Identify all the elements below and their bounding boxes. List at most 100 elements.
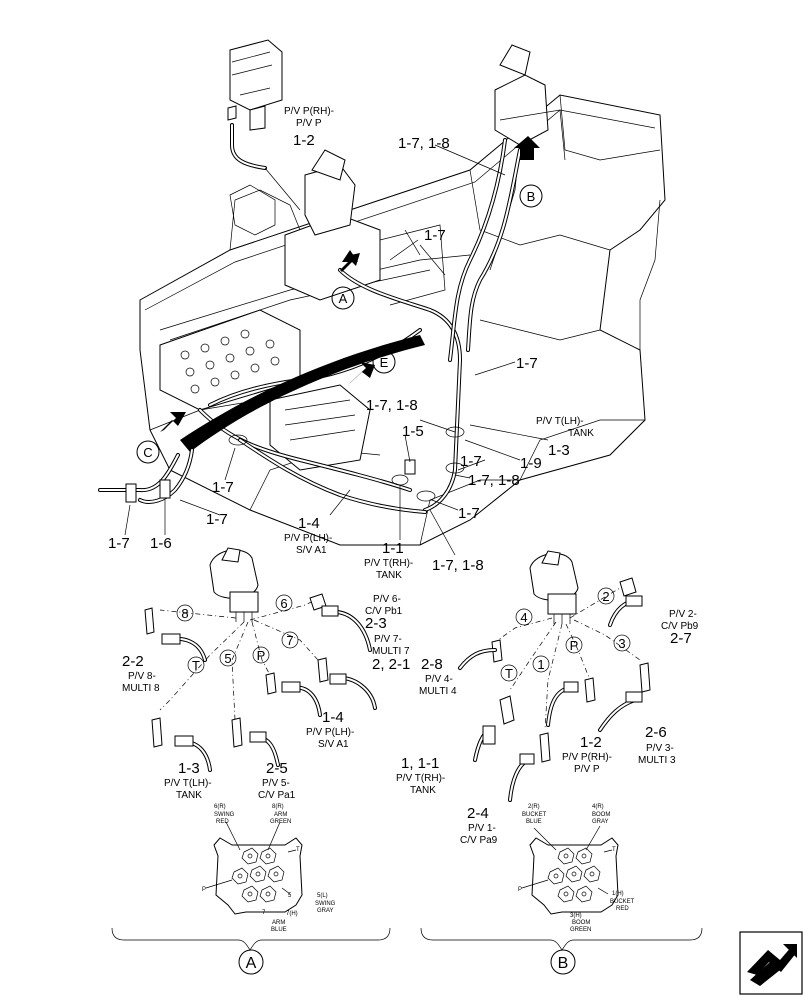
callout-1-1-1: 1, 1-1: [401, 755, 439, 772]
callout-pv4: P/V 4-: [425, 674, 453, 685]
svg-text:ARM: ARM: [272, 920, 285, 926]
svg-text:8: 8: [181, 606, 188, 621]
callout-pv-t-lh-detail: P/V T(LH)-: [164, 778, 212, 789]
svg-text:T: T: [505, 666, 513, 681]
callout-pv1: P/V 1-: [468, 823, 496, 834]
callout-2-3: 2-3: [365, 615, 387, 632]
callout-1-7-1-8-c: 1-7, 1-8: [468, 472, 520, 489]
svg-text:A: A: [339, 291, 348, 306]
port-circle-6-a: 6: [275, 594, 293, 612]
port-circle-t-b: T: [500, 664, 518, 682]
svg-text:5: 5: [224, 651, 231, 666]
view-circle-c-main: C: [136, 440, 160, 464]
detail-view-b: 4 2 3 1 T P P/V 2- C/V Pb9 2-7 2-8 P/V 4…: [396, 550, 703, 975]
svg-text:7: 7: [262, 910, 266, 916]
svg-text:2(R): 2(R): [528, 804, 540, 810]
callout-tank-a-detail: TANK: [176, 790, 202, 801]
callout-1-7-f: 1-7: [206, 511, 228, 528]
view-circle-b-detail: B: [550, 949, 576, 975]
svg-text:3: 3: [618, 636, 625, 651]
svg-text:4(R): 4(R): [592, 804, 604, 810]
svg-text:6: 6: [280, 596, 287, 611]
svg-text:B: B: [527, 189, 536, 204]
svg-text:BLUE: BLUE: [271, 927, 287, 933]
port-circle-8-a: 8: [176, 604, 194, 622]
svg-text:P: P: [202, 887, 206, 893]
callout-cv-pa9: C/V Pa9: [460, 835, 498, 846]
callout-1-7-b: 1-7: [516, 355, 538, 372]
svg-text:5(L): 5(L): [317, 893, 328, 899]
view-circle-a-detail: A: [238, 949, 264, 975]
frame-assembly: [98, 39, 666, 546]
view-circle-b-main: B: [519, 184, 543, 208]
svg-text:ARM: ARM: [274, 812, 287, 818]
callout-sv-a1-detail: S/V A1: [318, 739, 349, 750]
port-circle-p-b: P: [565, 636, 583, 654]
svg-text:P: P: [570, 638, 579, 653]
callout-1-3-detail: 1-3: [178, 760, 200, 777]
callout-pv-t-rh-main-line1: P/V T(RH)-: [364, 558, 413, 569]
callout-2-2: 2-2: [122, 653, 144, 670]
callout-pv5: P/V 5-: [262, 778, 290, 789]
callout-pv8: P/V 8-: [128, 671, 156, 682]
callout-multi8: MULTI 8: [122, 683, 160, 694]
callout-pv-p-lh-detail: P/V P(LH)-: [306, 727, 354, 738]
callout-1-9: 1-9: [520, 455, 542, 472]
svg-text:SWING: SWING: [315, 901, 336, 907]
svg-text:T: T: [612, 847, 616, 853]
callout-1-3-top: 1-3: [548, 442, 570, 459]
port-circle-7-a: 7: [281, 631, 299, 649]
svg-text:BOOM: BOOM: [592, 812, 610, 818]
view-circle-e-main: E: [372, 350, 396, 374]
svg-text:BOOM: BOOM: [572, 920, 590, 926]
callout-1-6: 1-6: [150, 535, 172, 552]
callout-multi7: MULTI 7: [372, 646, 410, 657]
callout-cv-pa1: C/V Pa1: [258, 790, 296, 801]
svg-text:T: T: [296, 847, 300, 853]
callout-multi3: MULTI 3: [638, 755, 676, 766]
svg-text:RED: RED: [216, 819, 229, 825]
callout-pv-t-rh-detail: P/V T(RH)-: [396, 773, 445, 784]
port-circle-t-a: T: [187, 656, 205, 674]
callout-pv-p-rh-top-line2: P/V P: [296, 118, 322, 129]
svg-text:5: 5: [288, 893, 292, 899]
svg-text:1(H): 1(H): [612, 891, 624, 897]
page-turn-icon[interactable]: [739, 931, 803, 995]
svg-text:BUCKET: BUCKET: [610, 899, 635, 905]
detail-view-a: 8 6 7 5 T P P/V 6- C/V Pb1 2-3 P/V 7- MU…: [111, 547, 410, 975]
callout-2-7: 2-7: [670, 630, 692, 647]
callout-1-4-top: 1-4: [298, 515, 320, 532]
main-callouts: P/V P(RH)- P/V P 1-2 1-7, 1-8 1-7 1-7 1-…: [108, 106, 594, 581]
callout-pv-t-lh-main-line2: TANK: [568, 428, 594, 439]
callout-pv7: P/V 7-: [374, 634, 402, 645]
callout-2-4: 2-4: [467, 805, 489, 822]
svg-text:7(H): 7(H): [286, 911, 298, 917]
callout-1-7-c: 1-7: [460, 453, 482, 470]
callout-pv-p-lh-main-line1: P/V P(LH)-: [284, 533, 332, 544]
svg-text:GREEN: GREEN: [570, 927, 591, 933]
callout-1-7-1-8-d: 1-7, 1-8: [432, 557, 484, 574]
callout-1-4-detail: 1-4: [322, 709, 344, 726]
callout-1-7-1-8-a: 1-7, 1-8: [398, 135, 450, 152]
svg-text:2: 2: [602, 589, 609, 604]
svg-text:4: 4: [520, 610, 527, 625]
svg-text:BLUE: BLUE: [526, 819, 542, 825]
svg-text:E: E: [380, 355, 389, 370]
callout-1-7-a: 1-7: [424, 227, 446, 244]
callout-1-7-d: 1-7: [458, 505, 480, 522]
port-face-a: 6(R) SWING RED 8(R) ARM GREEN T P 5 5(L)…: [202, 804, 336, 933]
svg-text:T: T: [192, 658, 200, 673]
callout-pv6: P/V 6-: [373, 594, 401, 605]
svg-text:6(R): 6(R): [214, 804, 226, 810]
svg-text:C: C: [143, 445, 152, 460]
callout-cv-pb1: C/V Pb1: [365, 606, 403, 617]
svg-text:A: A: [246, 955, 257, 972]
port-circle-5-a: 5: [219, 649, 237, 667]
svg-text:P: P: [257, 648, 266, 663]
callout-pv-t-lh-main-line1: P/V T(LH)-: [536, 416, 584, 427]
callout-pv-p-lh-main-line2: S/V A1: [296, 545, 327, 556]
svg-text:8(R): 8(R): [272, 804, 284, 810]
callout-pv-p-detail: P/V P: [574, 764, 600, 775]
callout-1-2-top: 1-2: [293, 132, 315, 149]
